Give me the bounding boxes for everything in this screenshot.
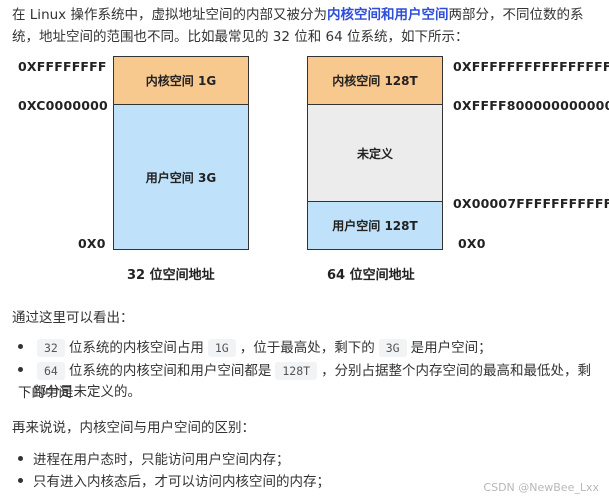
kernel-space-64: 内核空间 128T	[308, 57, 442, 105]
intro-text-2: 两部分，不同位数的系统，地址空间的范围也不同。比如最常见的 32 位和 64 位…	[12, 7, 584, 45]
addr-64-user-top: 0X00007FFFFFFFFFFF	[453, 196, 609, 211]
intro-paragraph: 在 Linux 操作系统中，虚拟地址空间的内部又被分为内核空间和用户空间两部分，…	[12, 4, 602, 48]
addr-64-kernel-bottom: 0XFFFF800000000000	[453, 98, 609, 113]
bullet-text: ，分别占据整个内存空间的最高和最低处，剩下的中间	[18, 363, 592, 401]
caption-64: 64 位空间地址	[327, 268, 415, 283]
inline-code: 1G	[207, 339, 236, 357]
undefined-space-64: 未定义	[308, 105, 442, 201]
section2-bullet-2: 只有进入内核态后，才可以访问内核空间的内存；	[18, 471, 330, 493]
section1-bullet-2-cont: 部分是未定义的。	[33, 384, 141, 400]
inline-code: 32	[37, 339, 65, 357]
addr-32-top: 0XFFFFFFFF	[18, 59, 107, 74]
user-space-32: 用户空间 3G	[114, 105, 248, 249]
bullet-text: 进程在用户态时，只能访问用户空间内存；	[33, 452, 290, 468]
bullet-dot	[18, 477, 23, 483]
caption-32: 32 位空间地址	[127, 268, 215, 283]
inline-code: 128T	[275, 362, 318, 380]
watermark: CSDN @NewBee_Lxx	[483, 481, 599, 494]
memory-box-64: 内核空间 128T 未定义 用户空间 128T	[307, 56, 443, 250]
bullet-dot	[18, 366, 23, 372]
inline-code: 64	[37, 362, 65, 380]
intro-text-1: 在 Linux 操作系统中，虚拟地址空间的内部又被分为	[12, 7, 327, 23]
addr-64-bottom: 0X0	[458, 236, 486, 251]
kernel-label-32: 内核空间 1G	[145, 74, 217, 88]
section2-lead: 再来说说，内核空间与用户空间的区别：	[12, 420, 255, 436]
inline-code: 3G	[378, 339, 407, 357]
bullet-text: 位系统的内核空间占用	[68, 340, 204, 356]
bullet-text: 位系统的内核空间和用户空间都是	[68, 363, 272, 379]
intro-highlight: 内核空间和用户空间	[326, 7, 449, 23]
undefined-label-64: 未定义	[356, 146, 393, 161]
bullet-dot	[18, 343, 23, 349]
section2-bullet-1: 进程在用户态时，只能访问用户空间内存；	[18, 449, 290, 471]
bullet-dot	[18, 455, 23, 461]
addr-32-mid: 0XC0000000	[18, 98, 108, 113]
kernel-label-64: 内核空间 128T	[332, 74, 418, 88]
bullet-text: ，位于最高处，剩下的	[239, 340, 375, 356]
user-label-64: 用户空间 128T	[332, 219, 418, 233]
user-space-64: 用户空间 128T	[308, 201, 442, 249]
bullet-text: 只有进入内核态后，才可以访问内核空间的内存；	[33, 474, 330, 490]
addr-64-top: 0XFFFFFFFFFFFFFFFF	[453, 59, 609, 74]
user-label-32: 用户空间 3G	[145, 170, 217, 185]
bullet-text: 是用户空间；	[410, 340, 492, 356]
kernel-space-32: 内核空间 1G	[114, 57, 248, 105]
addr-32-bottom: 0X0	[78, 236, 106, 251]
memory-box-32: 内核空间 1G 用户空间 3G	[113, 56, 249, 250]
section1-lead: 通过这里可以看出：	[12, 310, 134, 326]
